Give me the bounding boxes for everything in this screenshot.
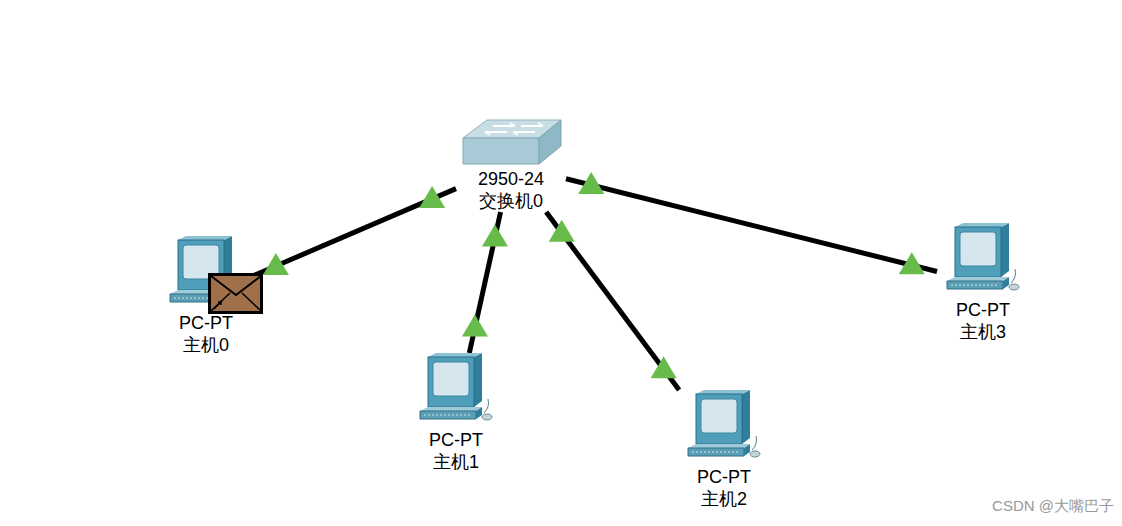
device-name: 主机3 [960,321,1006,343]
pc-icon [416,353,496,429]
packet-envelope [208,273,264,315]
pc-device: PC-PT主机2 [678,390,770,510]
link-status [482,224,508,246]
device-model: PC-PT [179,312,233,334]
device-model: 2950-24 [478,168,544,190]
device-name: 主机1 [433,451,479,473]
link-status [549,220,575,242]
pc-icon [943,223,1023,299]
pc-icon [684,390,764,466]
device-model: PC-PT [429,429,483,451]
device-name: 主机2 [701,488,747,510]
switch-icon [459,118,563,168]
ethernet-link [546,212,679,390]
device-name: 交换机0 [479,190,543,212]
link-status [651,356,677,378]
device-model: PC-PT [697,466,751,488]
ethernet-link [566,179,937,272]
device-name: 主机0 [183,334,229,356]
link-status [263,253,289,275]
switch-device: 2950-24交换机0 [456,118,566,212]
link-status [899,252,925,274]
watermark: CSDN @大嘴巴子 [992,497,1114,516]
link-status [578,172,604,194]
device-model: PC-PT [956,299,1010,321]
link-status [419,186,445,208]
link-status [462,315,488,337]
pc-device: PC-PT主机3 [937,223,1029,343]
pc-device: PC-PT主机1 [410,353,502,473]
